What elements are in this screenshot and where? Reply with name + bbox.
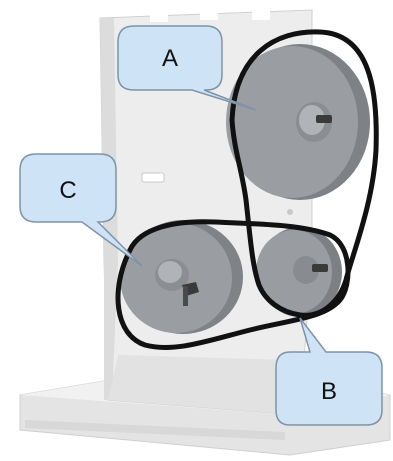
pulley-a bbox=[226, 44, 370, 200]
callout-a: A bbox=[117, 25, 257, 111]
pulley-b bbox=[256, 227, 342, 317]
callout-b-label: B bbox=[321, 378, 337, 405]
callout-c: C bbox=[19, 153, 143, 267]
board-slot bbox=[141, 172, 165, 183]
callout-b: B bbox=[275, 317, 383, 426]
pulley-c bbox=[120, 220, 243, 334]
axle-a bbox=[316, 115, 332, 123]
callout-a-label: A bbox=[162, 45, 178, 72]
callout-c-label: C bbox=[59, 177, 76, 204]
axle-b bbox=[312, 264, 328, 272]
belts bbox=[115, 29, 379, 350]
belt-c-b bbox=[115, 219, 351, 350]
